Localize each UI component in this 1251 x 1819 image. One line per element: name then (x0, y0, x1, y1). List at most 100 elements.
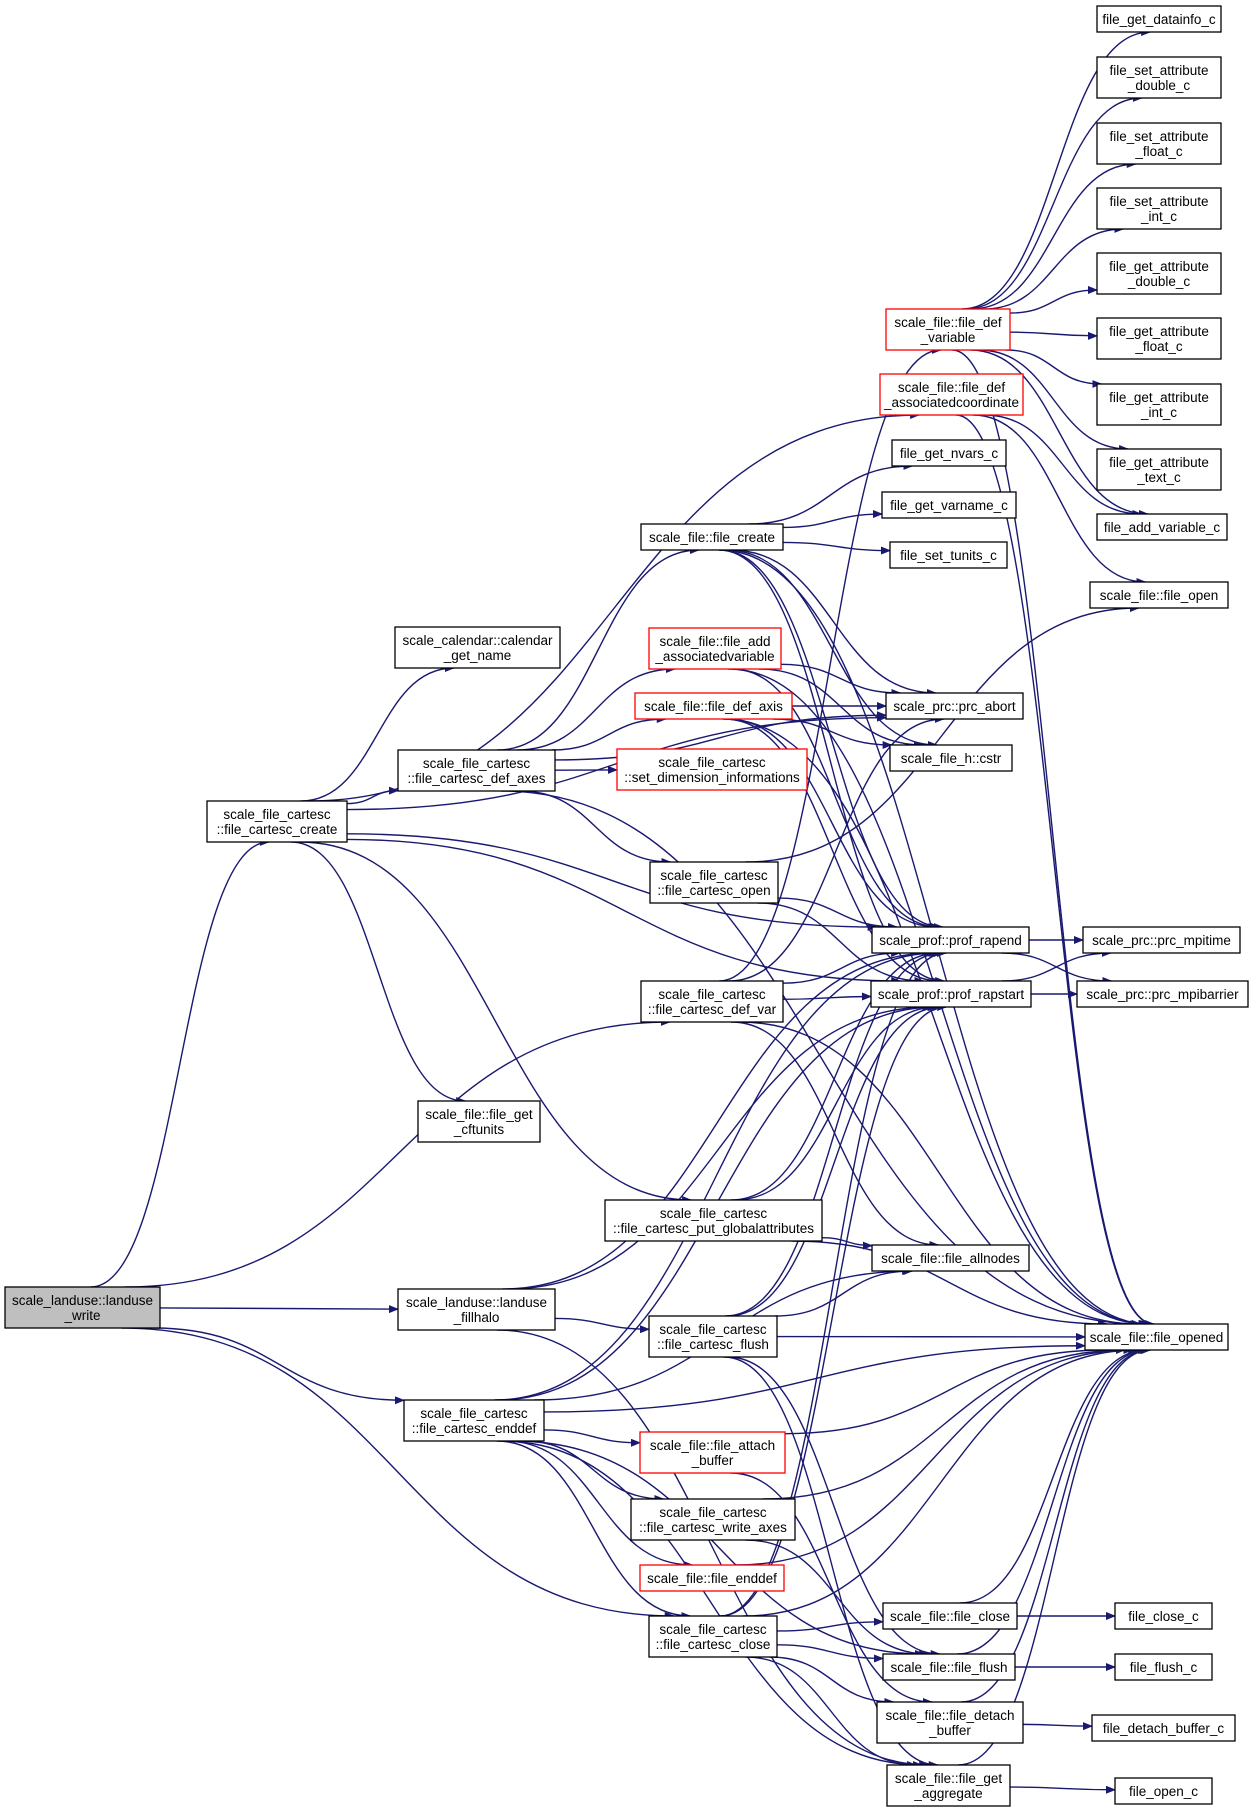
node-openc[interactable]: file_open_c (1114, 1777, 1213, 1805)
node-defvar[interactable]: scale_file_cartesc::file_cartesc_def_var (640, 980, 784, 1023)
node-fileclose[interactable]: scale_file::file_close (882, 1602, 1018, 1630)
node-rapend[interactable]: scale_prof::prof_rapend (871, 926, 1030, 954)
node-label: _float_c (1134, 144, 1183, 159)
node-fileflush[interactable]: scale_file::file_flush (882, 1653, 1016, 1681)
node-writeaxes[interactable]: scale_file_cartesc::file_cartesc_write_a… (630, 1498, 796, 1541)
node-flushc[interactable]: file_flush_c (1114, 1653, 1213, 1681)
node-label: scale_calendar::calendar (402, 633, 553, 648)
call-edge-filecreate-to-prcabort (730, 549, 937, 697)
call-edge-cartopen-to-rapend (777, 897, 899, 931)
node-box (1076, 980, 1249, 1008)
call-edge-cartflush-to-rapstart (727, 1003, 943, 1317)
node-root[interactable]: scale_landuse::landuse_write (4, 1286, 161, 1329)
node-box (1114, 1653, 1213, 1681)
node-label: file_get_attribute (1109, 455, 1209, 470)
node-cartopen[interactable]: scale_file_cartesc::file_cartesc_open (649, 861, 779, 904)
node-getdatainfo[interactable]: file_get_datainfo_c (1096, 5, 1222, 33)
node-setattrint[interactable]: file_set_attribute_int_c (1096, 187, 1222, 230)
node-fillhalo[interactable]: scale_landuse::landuse_fillhalo (397, 1288, 556, 1331)
node-label: file_set_attribute (1109, 129, 1208, 144)
node-setattrdouble[interactable]: file_set_attribute_double_c (1096, 56, 1222, 99)
node-getattrfloat[interactable]: file_get_attribute_float_c (1096, 317, 1222, 360)
node-box (1096, 122, 1222, 165)
node-label: scale_file_cartesc (659, 1505, 767, 1520)
node-getnvars[interactable]: file_get_nvars_c (891, 439, 1007, 467)
node-label: scale_file_cartesc (659, 1622, 767, 1637)
node-label: file_get_nvars_c (900, 446, 999, 461)
node-addassoc[interactable]: scale_file::file_add_associatedvariable (648, 627, 782, 670)
call-edge-defvariable-to-setattrint (983, 225, 1125, 310)
node-label: _variable (920, 330, 976, 345)
node-box (616, 748, 808, 791)
node-label: scale_file_cartesc (223, 807, 331, 822)
call-edge-cartflush-to-allnodes (775, 1267, 913, 1317)
call-edge-attach-to-detach (730, 1472, 933, 1706)
node-getattrint[interactable]: file_get_attribute_int_c (1096, 383, 1222, 426)
node-defaxes[interactable]: scale_file_cartesc::file_cartesc_def_axe… (397, 749, 556, 792)
call-edge-filecreate-to-rapstart (718, 549, 946, 985)
call-edge-filecreate-to-cstr (726, 549, 938, 749)
call-edge-cartclose-to-detach (769, 1656, 895, 1706)
node-create[interactable]: scale_file_cartesc::file_cartesc_create (206, 800, 348, 843)
node-getvarname[interactable]: file_get_varname_c (881, 491, 1017, 519)
node-fileopened[interactable]: scale_file::file_opened (1084, 1323, 1229, 1351)
call-edge-cartflush-to-fileflush (727, 1356, 941, 1658)
node-box (639, 1564, 785, 1592)
node-defassoccoord[interactable]: scale_file::file_def_associatedcoordinat… (879, 373, 1024, 416)
node-label: _fillhalo (453, 1310, 500, 1325)
node-detach[interactable]: scale_file::file_detach_buffer (876, 1701, 1024, 1744)
node-label: scale_landuse::landuse (12, 1293, 153, 1308)
node-label: _aggregate (913, 1786, 982, 1801)
call-edge-create-to-putglobal (299, 841, 693, 1204)
call-edge-rapstart-to-mpitime (1001, 949, 1112, 982)
node-defvariable[interactable]: scale_file::file_def_variable (885, 308, 1011, 351)
node-box (1096, 383, 1222, 426)
node-attach[interactable]: scale_file::file_attach_buffer (639, 1431, 786, 1474)
node-prcabort[interactable]: scale_prc::prc_abort (885, 692, 1024, 720)
node-label: ::file_cartesc_flush (657, 1337, 769, 1352)
node-box (394, 626, 561, 669)
node-label: _int_c (1140, 405, 1177, 420)
node-box (634, 692, 793, 720)
node-rapstart[interactable]: scale_prof::prof_rapstart (870, 980, 1032, 1008)
node-cartclose[interactable]: scale_file_cartesc::file_cartesc_close (648, 1615, 778, 1658)
node-getaggregate[interactable]: scale_file::file_get_aggregate (886, 1764, 1011, 1807)
node-detachc[interactable]: file_detach_buffer_c (1091, 1714, 1236, 1742)
node-mpitime[interactable]: scale_prc::prc_mpitime (1082, 926, 1241, 954)
node-setattrfloat[interactable]: file_set_attribute_float_c (1096, 122, 1222, 165)
node-setdim[interactable]: scale_file_cartesc::set_dimension_inform… (616, 748, 808, 791)
node-filecreate[interactable]: scale_file::file_create (640, 523, 784, 551)
node-getcftunits[interactable]: scale_file::file_get_cftunits (417, 1100, 541, 1143)
node-putglobal[interactable]: scale_file_cartesc::file_cartesc_put_glo… (604, 1199, 823, 1242)
call-edge-defvariable-to-addvariable (970, 349, 1149, 518)
node-closec[interactable]: file_close_c (1114, 1602, 1213, 1630)
node-label: scale_file::file_get (425, 1107, 533, 1122)
node-label: ::file_cartesc_def_axes (407, 771, 545, 786)
call-edge-root-to-fillhalo (159, 1305, 399, 1314)
node-fenddef[interactable]: scale_file::file_enddef (639, 1564, 785, 1592)
node-box (639, 1431, 786, 1474)
node-label: _cftunits (453, 1122, 505, 1137)
node-getattrtext[interactable]: file_get_attribute_text_c (1096, 448, 1222, 491)
node-calendar[interactable]: scale_calendar::calendar_get_name (394, 626, 561, 669)
node-box (206, 800, 348, 843)
node-fileopen[interactable]: scale_file::file_open (1089, 581, 1229, 609)
node-enddef[interactable]: scale_file_cartesc::file_cartesc_enddef (403, 1399, 545, 1442)
node-getattrdouble[interactable]: file_get_attribute_double_c (1096, 252, 1222, 295)
node-box (1096, 448, 1222, 491)
call-edge-cartopen-to-rapstart (757, 902, 925, 985)
node-label: ::file_cartesc_open (657, 883, 770, 898)
call-edge-defvariable-to-setattrfloat (971, 160, 1137, 310)
node-defaxis[interactable]: scale_file::file_def_axis (634, 692, 793, 720)
node-allnodes[interactable]: scale_file::file_allnodes (871, 1244, 1030, 1272)
node-cstr[interactable]: scale_file_h::cstr (889, 744, 1013, 772)
call-edge-create-to-calendar (300, 664, 455, 802)
node-label: scale_prc::prc_mpibarrier (1086, 987, 1239, 1002)
node-addvariable[interactable]: file_add_variable_c (1096, 513, 1228, 541)
node-box (891, 439, 1007, 467)
call-edge-enddef-to-attach (543, 1429, 641, 1447)
node-settunits[interactable]: file_set_tunits_c (889, 541, 1008, 569)
node-label: scale_file_cartesc (659, 1322, 767, 1337)
node-cartflush[interactable]: scale_file_cartesc::file_cartesc_flush (648, 1315, 778, 1358)
node-mpibarrier[interactable]: scale_prc::prc_mpibarrier (1076, 980, 1249, 1008)
